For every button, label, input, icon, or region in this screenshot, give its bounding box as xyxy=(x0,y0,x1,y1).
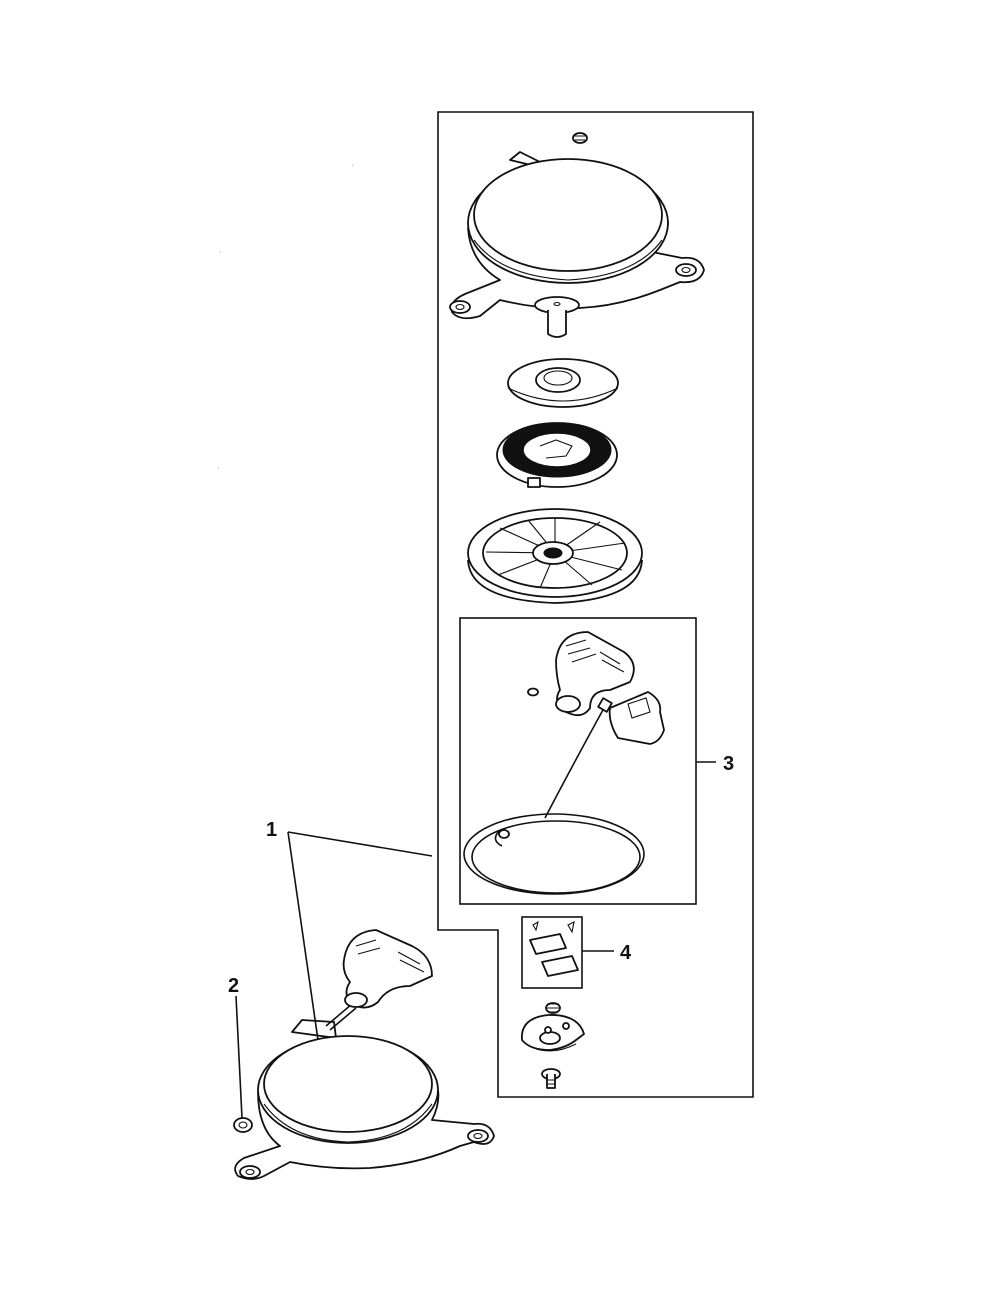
starter-rope xyxy=(463,697,645,895)
small-washer xyxy=(527,687,539,697)
pawl-kit xyxy=(529,920,579,977)
leader-lines xyxy=(235,761,716,1119)
starter-housing-top xyxy=(449,151,705,320)
handle-insert xyxy=(608,691,665,745)
hex-nut xyxy=(233,1117,253,1133)
assembled-starter xyxy=(234,1003,495,1180)
brake-spring xyxy=(545,1002,561,1014)
assembled-handle xyxy=(342,929,433,1009)
assembly-outline xyxy=(437,111,754,1098)
pawl-kit-box xyxy=(521,916,583,989)
callout-1: 1 xyxy=(266,819,277,841)
callout-3: 3 xyxy=(723,753,734,775)
recoil-spring xyxy=(496,422,618,488)
callout-2: 2 xyxy=(228,975,239,997)
rope-handle xyxy=(555,631,635,717)
top-nut xyxy=(572,132,588,144)
scan-artifacts xyxy=(217,164,354,470)
center-spacer xyxy=(534,296,580,338)
retainer-plate xyxy=(521,1014,585,1052)
callout-4: 4 xyxy=(620,942,632,964)
center-screw xyxy=(541,1068,561,1089)
rope-kit-box xyxy=(459,617,697,905)
spring-cover-plate xyxy=(507,358,619,408)
pulley xyxy=(467,508,643,604)
